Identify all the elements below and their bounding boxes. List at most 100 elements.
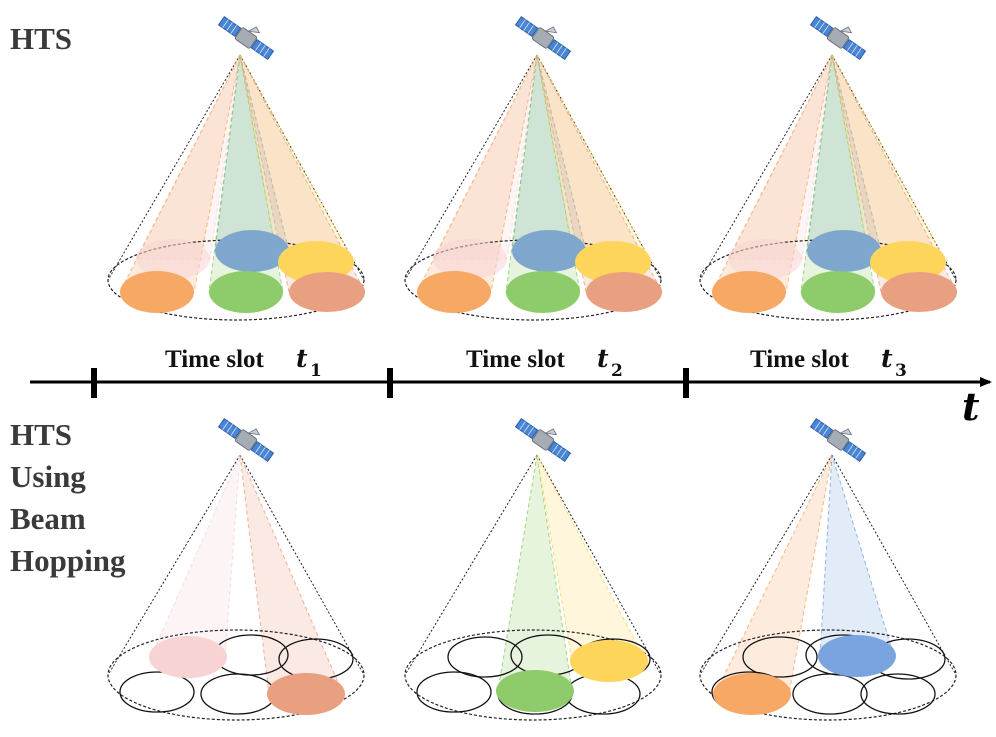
panel-grid-line — [847, 444, 854, 453]
hop-beam-cone-1 — [714, 454, 833, 695]
slot-label-2-text: Time slot — [466, 346, 566, 373]
cell-outline-4 — [416, 671, 492, 713]
beam-spot-2 — [807, 230, 881, 272]
active-beam-spot-1 — [713, 673, 791, 715]
beam-spot-1 — [136, 239, 210, 279]
satellite-icon — [809, 418, 867, 462]
bh-label-line-2: Using — [10, 459, 86, 494]
coverage-ellipse — [699, 239, 957, 321]
coverage-ellipse — [404, 239, 662, 321]
panels-layer — [107, 16, 958, 721]
panel-grid-line — [523, 424, 530, 433]
hts-panel-1 — [107, 16, 366, 321]
time-axis-variable: t — [962, 384, 980, 429]
hts-label-text: HTS — [10, 21, 73, 56]
cell-outline-5 — [792, 673, 868, 715]
panel-grid-line — [263, 450, 270, 459]
slot-label-1-sub: 1 — [310, 361, 322, 381]
panel-grid-line — [519, 19, 526, 28]
hopping-panel-3 — [699, 418, 957, 721]
beam-hopping-row-label: HTS Using Beam Hopping — [10, 414, 125, 582]
beam-spot-2 — [215, 230, 289, 272]
panel-grid-line — [222, 421, 229, 430]
satellite-icon — [809, 16, 867, 60]
coverage-ellipse — [404, 629, 662, 721]
hop-beam-cone-2 — [239, 454, 344, 695]
panel-grid-line — [814, 421, 821, 430]
panel-grid-line — [560, 48, 567, 57]
satellite-body — [531, 27, 555, 49]
coverage-edge-left — [404, 54, 538, 281]
hop-beam-cone-2 — [819, 454, 895, 657]
beam-spot-5 — [209, 271, 283, 313]
cell-outline-5 — [200, 673, 276, 715]
panel-grid-line — [527, 427, 534, 436]
hts-row-label: HTS — [10, 18, 72, 60]
cell-outline-6 — [860, 673, 936, 715]
hts-panel-3 — [699, 16, 958, 321]
satellite-icon — [217, 16, 275, 60]
beam-spot-4 — [417, 271, 491, 313]
coverage-ellipse — [107, 239, 365, 321]
slot-label-3: Time slot t 3 — [750, 344, 907, 381]
panel-grid-line — [552, 42, 559, 51]
satellite-icon — [514, 418, 572, 462]
active-beam-spot-2 — [818, 635, 896, 677]
panel-grid-line — [818, 22, 825, 31]
panel-grid-line — [259, 45, 266, 54]
panel-grid-line — [255, 444, 262, 453]
coverage-ellipse — [699, 629, 957, 721]
slot-label-1-var: t — [296, 344, 308, 373]
beam-spot-4 — [712, 271, 786, 313]
satellite-antenna — [839, 428, 853, 436]
slot-label-3-text: Time slot — [750, 346, 850, 373]
beam-spot-5 — [506, 271, 580, 313]
active-beam-spot-2 — [570, 640, 648, 682]
satellite-body — [531, 429, 555, 451]
satellite-body — [234, 429, 258, 451]
satellite-antenna — [247, 428, 261, 436]
panel-grid-line — [226, 22, 233, 31]
satellite-antenna — [247, 26, 261, 34]
panel-grid-line — [263, 48, 270, 57]
panel-grid-line — [556, 45, 563, 54]
panel-grid-line — [527, 25, 534, 34]
coverage-edge-left — [404, 454, 538, 676]
hop-beam-cone-1 — [150, 454, 241, 658]
panel-grid-line — [552, 444, 559, 453]
cell-outline-1 — [447, 636, 523, 678]
coverage-edge-left — [699, 54, 833, 281]
coverage-ellipse — [107, 629, 365, 721]
slot-label-3-sub: 3 — [895, 361, 907, 381]
panel-grid-line — [855, 48, 862, 57]
coverage-edge-left — [107, 54, 241, 281]
beam-spot-1 — [728, 239, 802, 279]
hts-panel-2 — [404, 16, 663, 321]
hopping-panel-2 — [404, 418, 662, 721]
beam-spot-6 — [881, 272, 957, 312]
panel-grid-line — [560, 450, 567, 459]
satellite-body — [826, 27, 850, 49]
bh-label-line-1: HTS — [10, 417, 73, 452]
panel-grid-line — [851, 447, 858, 456]
beam-spot-6 — [586, 272, 662, 312]
time-axis: t — [30, 368, 992, 429]
slot-label-1: Time slot t 1 — [165, 344, 322, 381]
panel-grid-line — [222, 19, 229, 28]
panel-grid-line — [822, 25, 829, 34]
coverage-edge-left — [107, 454, 241, 676]
panel-grid-line — [523, 22, 530, 31]
active-beam-spot-2 — [267, 673, 345, 715]
panel-grid-line — [556, 447, 563, 456]
panel-grid-line — [814, 19, 821, 28]
satellite-body — [826, 429, 850, 451]
panel-grid-line — [851, 45, 858, 54]
hopping-panel-1 — [107, 418, 365, 721]
panel-grid-line — [519, 421, 526, 430]
satellite-antenna — [544, 26, 558, 34]
active-beam-spot-1 — [149, 636, 227, 678]
slot-label-2: Time slot t 2 — [466, 344, 623, 381]
slot-label-3-var: t — [881, 344, 893, 373]
